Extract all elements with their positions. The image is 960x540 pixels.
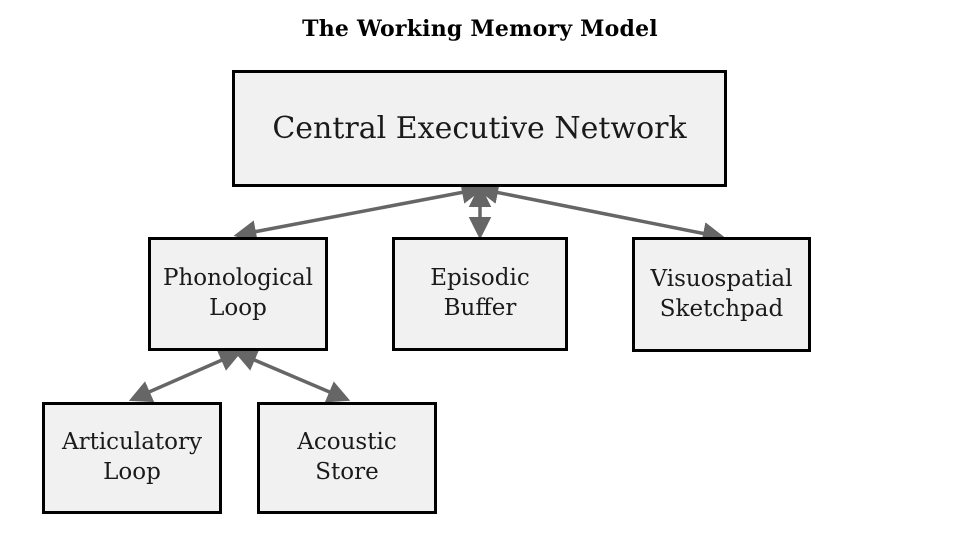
node-phonological-loop-label: Phonological Loop (162, 265, 314, 321)
node-visuospatial-sketchpad-label: Visuospatial Sketchpad (650, 265, 793, 322)
node-central-executive: Central Executive Network (232, 70, 727, 187)
node-central-executive-label: Central Executive Network (272, 111, 687, 146)
node-visuospatial-sketchpad: Visuospatial Sketchpad (632, 237, 811, 352)
edge-central-phonological (233, 181, 485, 243)
node-episodic-buffer: Episodic Buffer (392, 237, 568, 351)
node-acoustic-store: Acoustic Store (257, 402, 437, 514)
node-articulatory-loop: Articulatory Loop (42, 402, 222, 514)
edge-phonological-acoustic (233, 349, 351, 403)
node-articulatory-loop-label: Articulatory Loop (61, 429, 203, 485)
node-acoustic-store-label: Acoustic Store (297, 429, 397, 485)
edge-central-visuospatial (475, 181, 726, 245)
node-episodic-buffer-label: Episodic Buffer (430, 265, 530, 321)
node-phonological-loop: Phonological Loop (148, 237, 328, 351)
edge-phonological-articulatory (128, 349, 243, 403)
diagram-title: The Working Memory Model (302, 16, 658, 42)
